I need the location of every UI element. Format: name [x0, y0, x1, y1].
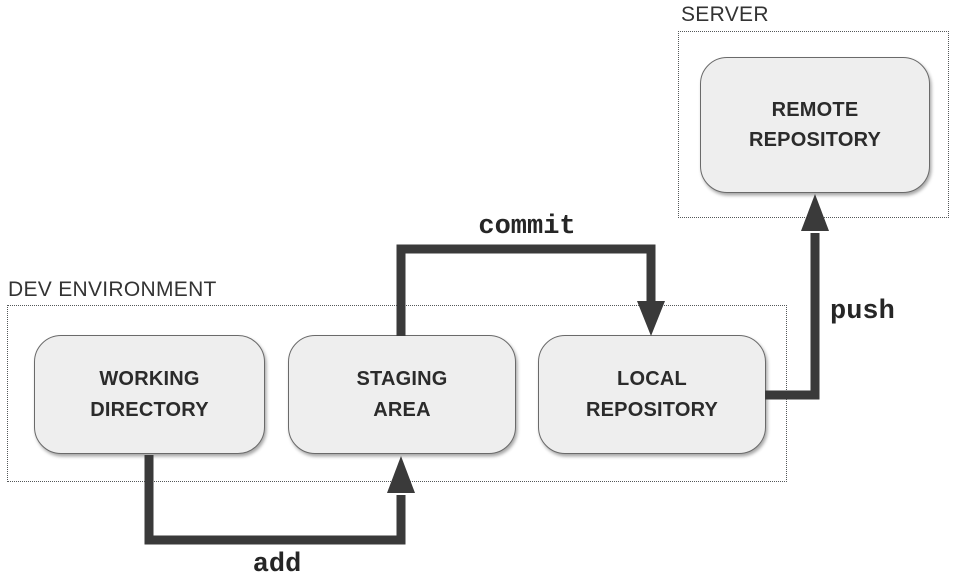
add-arrow-label: add	[252, 550, 302, 580]
push-arrow-label: push	[830, 297, 895, 327]
node-staging-area: STAGING AREA	[288, 335, 516, 454]
node-local-repository: LOCAL REPOSITORY	[538, 335, 766, 454]
node-working-directory: WORKING DIRECTORY	[34, 335, 265, 454]
node-working-directory-label-line2: DIRECTORY	[90, 398, 209, 421]
server-group-label: SERVER	[681, 3, 769, 26]
node-staging-area-label-line1: STAGING	[356, 368, 448, 391]
node-local-repository-label-line1: LOCAL	[617, 368, 687, 391]
dev-environment-group-label: DEV ENVIRONMENT	[8, 278, 217, 301]
node-remote-repository-label-line1: REMOTE	[771, 98, 859, 121]
node-working-directory-label-line1: WORKING	[99, 368, 200, 391]
node-local-repository-label-line2: REPOSITORY	[585, 398, 719, 421]
node-staging-area-label-line2: AREA	[373, 398, 431, 421]
node-remote-repository-label-line2: REPOSITORY	[748, 129, 882, 151]
node-remote-repository: REMOTE REPOSITORY	[700, 57, 930, 193]
commit-arrow-label: commit	[478, 212, 576, 242]
